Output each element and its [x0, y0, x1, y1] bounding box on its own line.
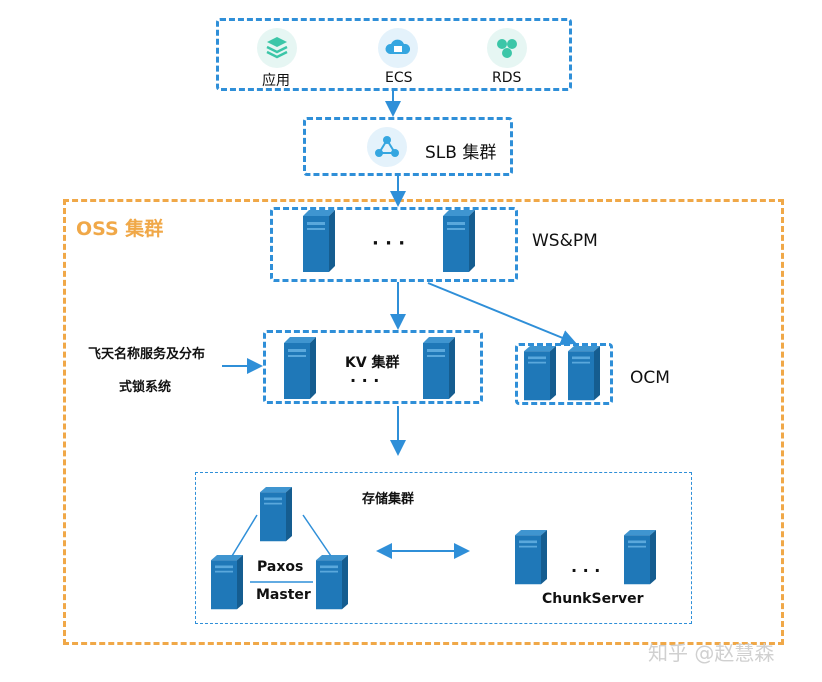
kv-dots: · · ·	[350, 371, 380, 390]
paxos-label: Paxos	[257, 559, 304, 575]
kv-cluster-group	[263, 330, 483, 404]
lock-service-line1: 飞天名称服务及分布	[88, 347, 206, 362]
ws-pm-group	[270, 207, 518, 282]
ocm-label: OCM	[630, 368, 670, 388]
lock-service-line2: 式锁系统	[119, 380, 172, 395]
rds-database-icon	[487, 28, 527, 68]
master-label: Master	[256, 587, 311, 603]
chunkserver-label: ChunkServer	[542, 591, 644, 607]
rds-label: RDS	[492, 70, 522, 86]
arrow-ws-to-ocm	[427, 282, 577, 346]
oss-title: OSS 集群	[76, 218, 164, 240]
storage-title: 存储集群	[362, 492, 415, 507]
storage-cluster-group	[195, 472, 692, 624]
ecs-label: ECS	[385, 70, 413, 86]
paxos-link-top-left	[231, 514, 258, 557]
app-stack-icon	[257, 28, 297, 68]
paxos-link-top-right	[302, 514, 332, 557]
kv-label: KV 集群	[345, 355, 400, 371]
slb-icon	[367, 127, 407, 167]
watermark: 知乎 @赵慧森	[648, 641, 775, 665]
top-services-group	[216, 18, 572, 91]
storage-dots: · · ·	[571, 561, 601, 580]
slb-group	[303, 117, 513, 176]
ecs-cloud-icon	[378, 28, 418, 68]
oss-cluster-group	[63, 199, 784, 645]
slb-label: SLB 集群	[425, 143, 497, 163]
app-label: 应用	[262, 73, 290, 89]
ws-pm-label: WS&PM	[532, 231, 598, 251]
ws-dots: · · ·	[372, 233, 406, 254]
